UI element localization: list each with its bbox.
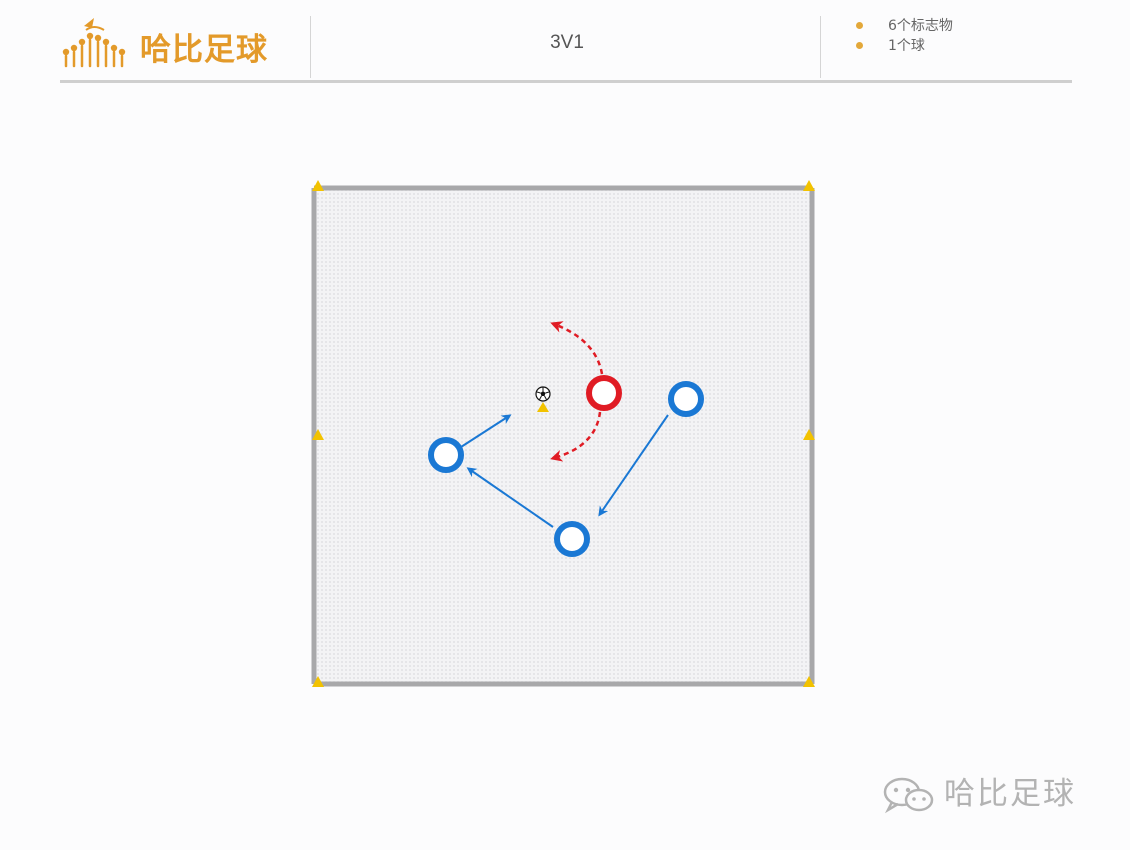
bullet-dot-icon <box>856 42 863 49</box>
attacker-right <box>668 381 704 417</box>
equipment-item: 6个标志物 <box>856 16 953 36</box>
wechat-icon <box>883 777 934 814</box>
attacker-left <box>428 437 464 473</box>
bullet-dot-icon <box>856 22 863 29</box>
watermark: 哈比足球 <box>878 772 1108 816</box>
header-divider <box>310 16 311 78</box>
defender-move-arrow <box>550 321 604 375</box>
cone-marker-icon <box>312 180 324 191</box>
pass-arrow <box>466 467 554 528</box>
logo-icon <box>62 18 126 68</box>
center-cone-icon <box>537 402 549 412</box>
header: 哈比足球 3V1 6个标志物 1个球 <box>60 14 1072 83</box>
attacker-bottom <box>554 521 590 557</box>
cone-marker-icon <box>803 180 815 191</box>
soccer-ball-icon <box>535 386 551 402</box>
brand-name: 哈比足球 <box>140 32 268 68</box>
header-divider <box>820 16 821 78</box>
cone-marker-icon <box>312 676 324 687</box>
run-arrow <box>460 414 512 448</box>
pitch-area <box>314 188 812 684</box>
watermark-text: 哈比足球 <box>944 776 1076 812</box>
equipment-label: 1个球 <box>888 38 925 54</box>
cone-marker-icon <box>803 676 815 687</box>
brand-logo: 哈比足球 <box>60 14 300 76</box>
cone-marker-icon <box>803 429 815 440</box>
equipment-item: 1个球 <box>856 36 953 56</box>
equipment-list: 6个标志物 1个球 <box>856 16 953 56</box>
defender <box>586 375 622 411</box>
cone-marker-icon <box>312 429 324 440</box>
pass-arrow <box>598 414 669 517</box>
equipment-label: 6个标志物 <box>888 18 953 34</box>
drill-title: 3V1 <box>550 32 584 53</box>
